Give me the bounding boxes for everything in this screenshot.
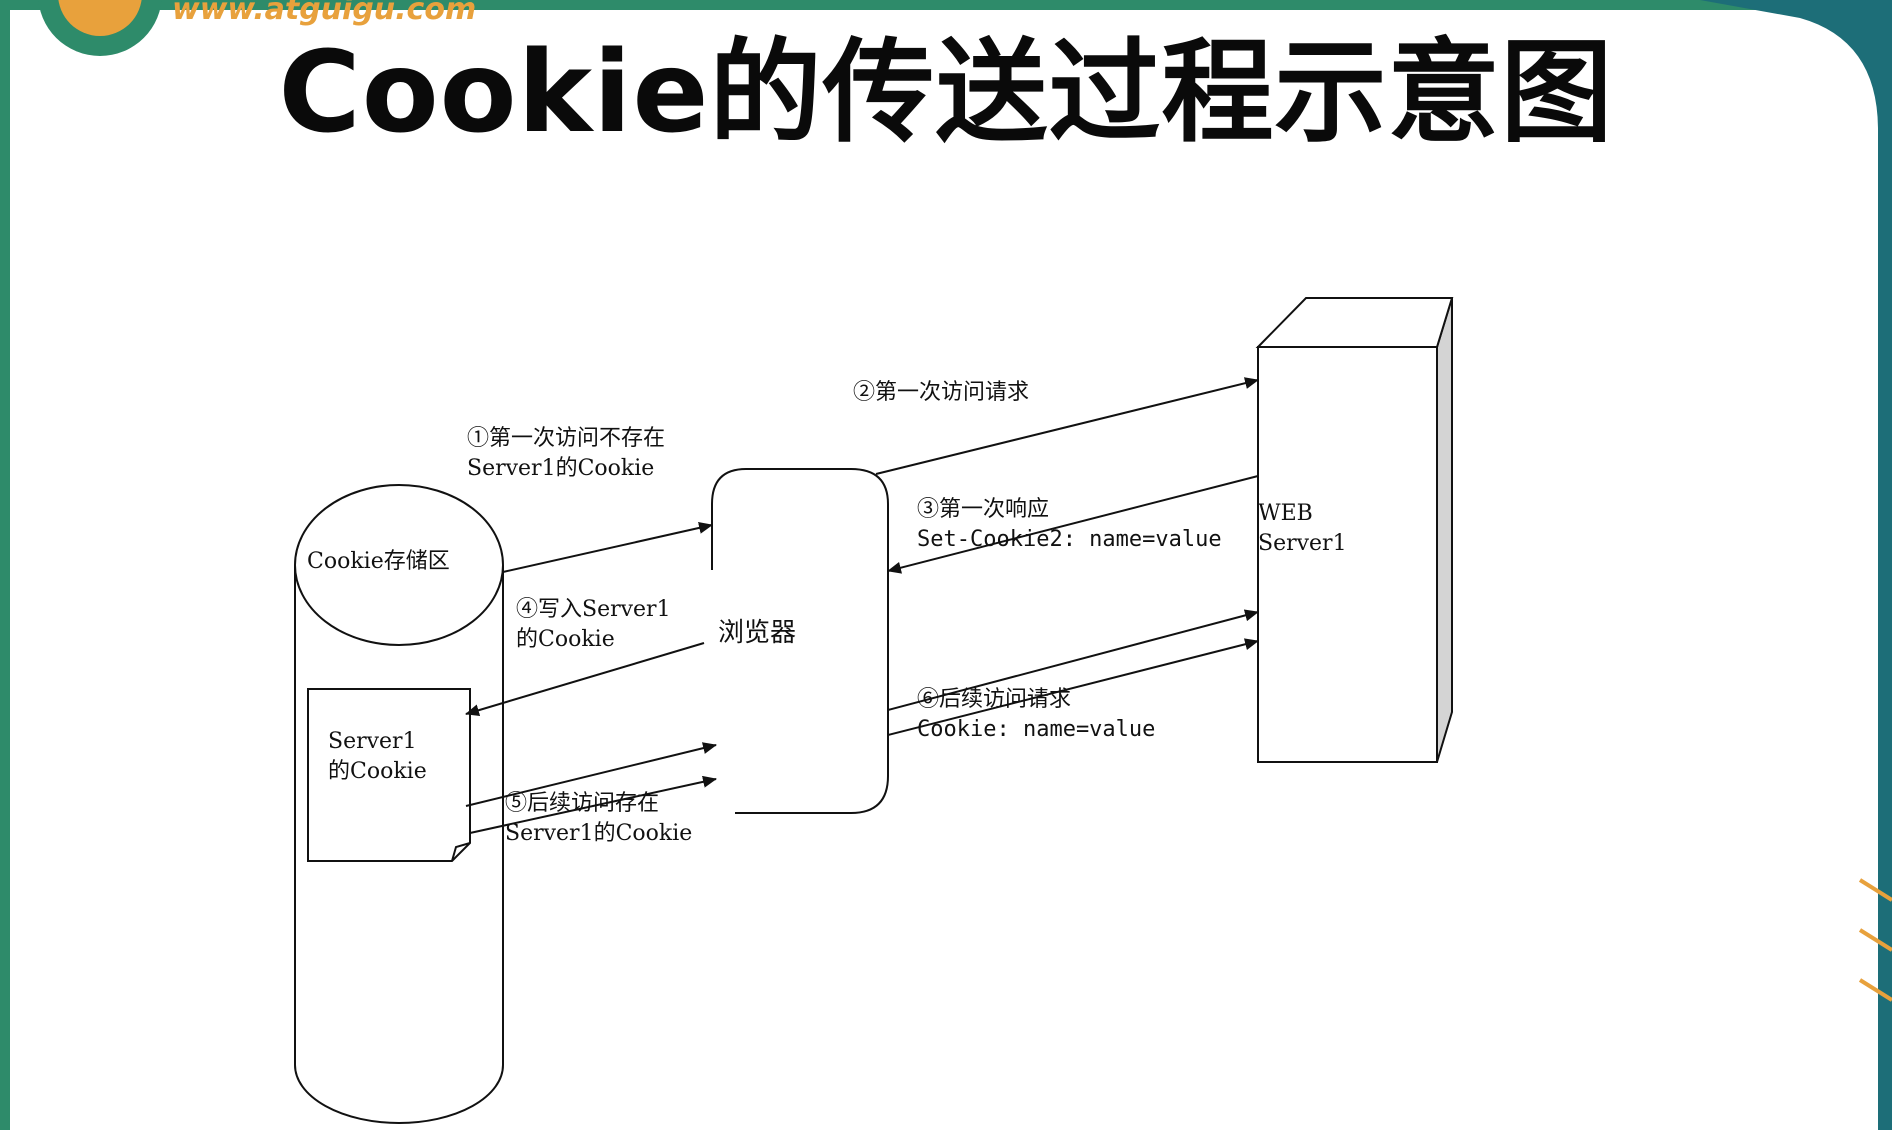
logo-icon	[38, 0, 162, 56]
cookie-file-icon	[307, 688, 471, 862]
step1-label-line1: ①第一次访问不存在	[467, 426, 665, 451]
page-title: Cookie的传送过程示意图	[278, 28, 1614, 158]
arrow-step1	[502, 521, 713, 573]
step1-label-line2: Server1的Cookie	[467, 456, 654, 481]
step4-label-line1: ④写入Server1	[516, 597, 671, 622]
step5-label-line1: ⑤后续访问存在	[505, 791, 659, 816]
cookie-file-label-line2: 的Cookie	[328, 759, 427, 784]
left-border	[0, 0, 10, 1130]
step5-label-line2: Server1的Cookie	[505, 821, 692, 846]
step6-label-line2: Cookie: name=value	[917, 717, 1155, 742]
step3-label-line1: ③第一次响应	[917, 497, 1049, 522]
step4-label-line2: 的Cookie	[516, 627, 615, 652]
site-url: www.atguigu.com	[172, 0, 477, 27]
server-label-line1: WEB	[1258, 501, 1313, 526]
arrow-step5b	[469, 775, 717, 834]
arrow-step5a	[465, 742, 717, 807]
arrow-step2	[875, 377, 1259, 475]
cookie-storage-cylinder	[294, 484, 504, 1124]
web-server-box	[1255, 297, 1454, 763]
top-border	[0, 0, 1892, 10]
arrow-step6b	[887, 638, 1259, 736]
arrow-step4	[465, 642, 705, 717]
server-label-line2: Server1	[1258, 531, 1347, 556]
step6-label-line1: ⑥后续访问请求	[917, 687, 1071, 712]
storage-label: Cookie存储区	[307, 549, 450, 574]
browser-label: 浏览器	[718, 618, 796, 648]
arrow-step3	[887, 475, 1259, 574]
browser-box	[711, 468, 889, 814]
cookie-file-label-line1: Server1	[328, 729, 417, 754]
right-corner-stripes	[1858, 878, 1892, 1002]
step2-label: ②第一次访问请求	[853, 380, 1029, 405]
step3-label-line2: Set-Cookie2: name=value	[917, 527, 1222, 552]
arrow-step6a	[887, 609, 1259, 711]
